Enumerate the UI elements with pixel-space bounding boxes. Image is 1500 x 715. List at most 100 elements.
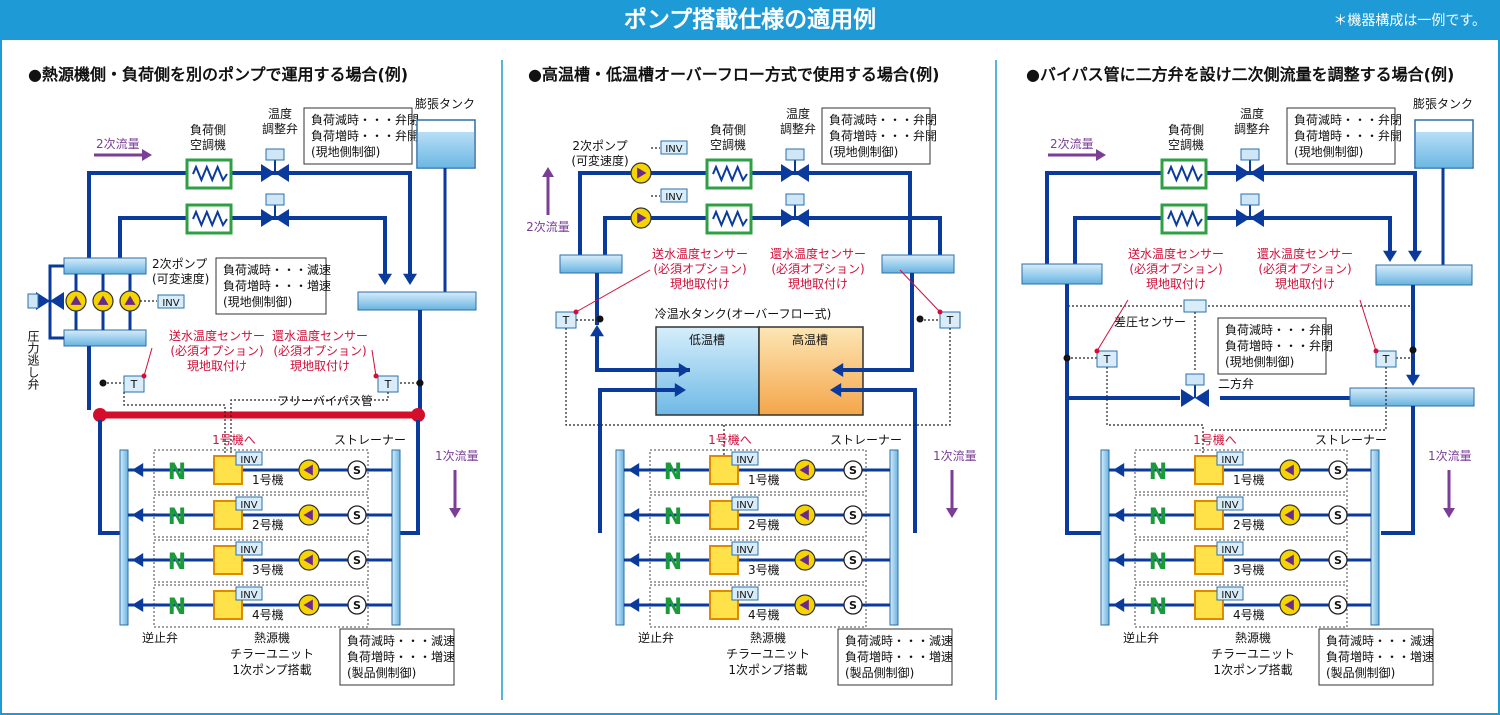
- supply-pipe: [118, 216, 387, 280]
- primary-pump-icon: [1279, 549, 1301, 571]
- note-text: 負荷増時・・・増速: [223, 279, 331, 293]
- supply-pipe: [1045, 171, 1417, 264]
- sensor-leader: [1359, 299, 1377, 352]
- inv-label: INV: [665, 192, 682, 203]
- flow-arrowhead: [1406, 374, 1420, 386]
- inv-box: [157, 294, 185, 309]
- check-valve-label: 逆止弁: [142, 630, 178, 645]
- return-sensor-label: 現地取付け: [1275, 277, 1335, 291]
- temp-sensor-label: T: [130, 378, 138, 391]
- signal-line: [565, 328, 951, 426]
- strainer-label: S: [849, 464, 857, 477]
- return-sensor-label: (必須オプション): [273, 344, 366, 358]
- inv-label: INV: [162, 298, 179, 309]
- check-valve-icon: N: [664, 550, 682, 575]
- inv-label: INV: [1221, 455, 1238, 466]
- strainer-label: S: [353, 554, 361, 567]
- two-way-valve-icon: [1181, 373, 1209, 407]
- inv-box: [235, 496, 263, 511]
- temp-valve-label: 温度: [268, 106, 292, 121]
- note-text: 負荷増時・・・増速: [845, 650, 953, 664]
- inv-label: INV: [1221, 590, 1238, 601]
- return-sensor-label: 還水温度センサー: [272, 328, 368, 343]
- primary-pump-icon: [794, 504, 816, 526]
- inv-label: INV: [665, 144, 682, 155]
- flow2-arrow: [542, 167, 554, 215]
- page-title: ポンプ搭載仕様の適用例: [623, 7, 877, 33]
- header-bar: ポンプ搭載仕様の適用例 ＊機器構成は一例です。: [0, 0, 1500, 40]
- inv-label: INV: [1221, 500, 1238, 511]
- note-text: 負荷減時・・・減速: [845, 633, 953, 648]
- inv-box: [1216, 496, 1244, 511]
- flow2-arrow: [94, 149, 152, 161]
- inv-box: [235, 541, 263, 556]
- pump-label: (可変速度): [571, 153, 628, 168]
- flow-arrowhead: [678, 363, 690, 377]
- temp-valve-label: 調整弁: [262, 121, 298, 136]
- inv-label: INV: [736, 455, 753, 466]
- note-text: 負荷減時・・・弁閉: [829, 112, 937, 127]
- return-sensor-label: 現地取付け: [290, 359, 350, 373]
- inv-box: [235, 451, 263, 466]
- sensor-dot: [141, 373, 147, 379]
- supply-sensor-label: (必須オプション): [1129, 262, 1222, 276]
- temp-valve-icon: [261, 193, 289, 227]
- note-text: 負荷減時・・・減速: [347, 633, 455, 648]
- unit-label: 1号機: [252, 472, 284, 487]
- strainer-icon: [347, 460, 367, 480]
- header-note: ＊機器構成は一例です。: [1333, 13, 1486, 29]
- flow1-label: 1次流量: [435, 449, 479, 463]
- inv-label: INV: [240, 500, 257, 511]
- expansion-tank-label: 膨張タンク: [1413, 97, 1473, 111]
- primary-return-pipe: [396, 420, 420, 535]
- strainer-label: S: [353, 464, 361, 477]
- primary-return-pipe: [835, 388, 917, 533]
- supply-sensor-label: 現地取付け: [187, 359, 247, 373]
- check-valve-icon: N: [168, 550, 186, 575]
- strainer-label: S: [849, 509, 857, 522]
- check-valve-icon: N: [168, 595, 186, 620]
- chiller-caption: 1次ポンプ搭載: [728, 663, 807, 677]
- return-column: [1370, 449, 1380, 626]
- flow-arrowhead: [628, 508, 640, 522]
- return-sensor-label: (必須オプション): [771, 262, 864, 276]
- temp-sensor-label: T: [384, 378, 392, 391]
- return-header-main: [357, 291, 477, 311]
- note-text: (製品側制御): [347, 665, 416, 680]
- flow-arrowhead: [830, 383, 842, 397]
- temp-sensor-label: T: [562, 314, 570, 327]
- air-handler-icon: [185, 203, 233, 235]
- strainer-label: S: [849, 554, 857, 567]
- temp-valve-icon: [261, 148, 289, 182]
- sensor-leader: [575, 269, 651, 313]
- unit-label: 2号機: [748, 517, 780, 532]
- dp-sensor-label: 差圧センサー: [1114, 315, 1186, 329]
- note-text: (現地側制御): [223, 294, 292, 309]
- inv-label: INV: [240, 590, 257, 601]
- note-text: (現地側制御): [1294, 144, 1363, 159]
- to-unit1-label: 1号機へ: [708, 432, 752, 447]
- secondary-pump-icon: [119, 290, 141, 312]
- panel-heading: ●バイパス管に二方弁を設け二次側流量を調整する場合(例): [1026, 65, 1454, 84]
- flow-arrowhead: [132, 598, 144, 612]
- flow-arrowhead: [378, 273, 392, 285]
- flow-arrowhead: [132, 463, 144, 477]
- supply-header: [1021, 263, 1103, 285]
- supply-sensor-label: (必須オプション): [170, 344, 263, 358]
- flow-arrowhead: [628, 553, 640, 567]
- flow-arrowhead: [1113, 508, 1125, 522]
- chiller-caption: チラーユニット: [230, 647, 314, 661]
- low-tank-label: 低温槽: [689, 333, 725, 347]
- unit-label: 3号機: [748, 562, 780, 577]
- check-valve-icon: N: [1149, 595, 1167, 620]
- temp-valve-label: 温度: [786, 106, 810, 121]
- secondary-pump-icon: [630, 207, 652, 229]
- primary-pump-icon: [1279, 459, 1301, 481]
- tank-water: [418, 132, 474, 167]
- strainer-icon: [1328, 550, 1348, 570]
- temp-sensor-label: T: [946, 314, 954, 327]
- chiller-unit-box: [709, 500, 739, 530]
- strainer-icon: [1328, 505, 1348, 525]
- supply-column: [1100, 449, 1110, 626]
